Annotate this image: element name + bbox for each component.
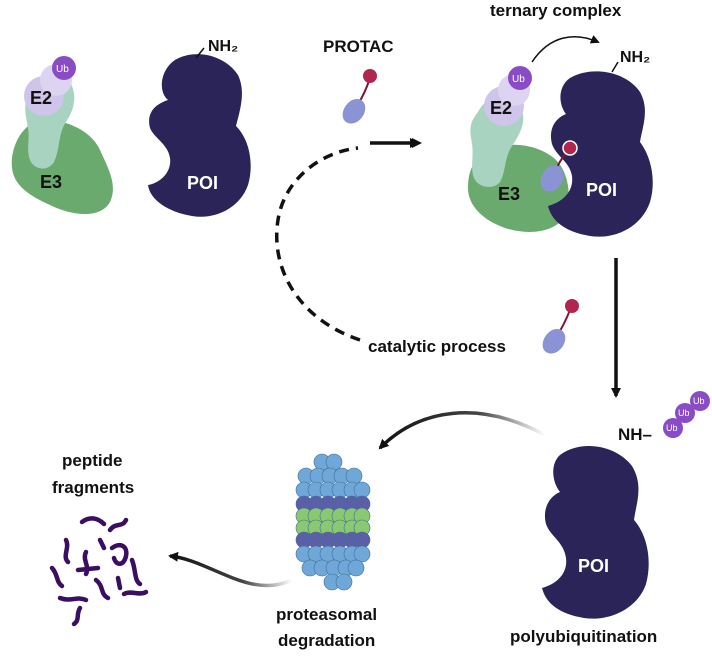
poi-surface-link bbox=[611, 61, 619, 73]
e3-ligase-shape bbox=[11, 119, 113, 215]
proteasome-subunit bbox=[347, 559, 365, 577]
proteasome-subunit bbox=[353, 545, 371, 563]
protac-warhead bbox=[363, 69, 377, 83]
poi-surface-link bbox=[195, 47, 205, 59]
ub-complex: Ub bbox=[508, 66, 532, 90]
proteasome-subunit bbox=[325, 453, 343, 471]
protac-warhead bbox=[562, 140, 578, 156]
fragment bbox=[97, 537, 107, 551]
ub-bead bbox=[675, 403, 695, 423]
protac-recycled bbox=[542, 299, 579, 354]
degradation-label: degradation bbox=[278, 631, 375, 650]
fragment bbox=[82, 549, 90, 577]
fragment bbox=[109, 543, 129, 566]
fragment bbox=[71, 605, 83, 627]
to-fragments-arrow bbox=[168, 551, 293, 588]
fragment bbox=[107, 517, 129, 533]
ub-label: Ub bbox=[693, 396, 705, 406]
catalytic-process-label: catalytic process bbox=[368, 337, 506, 356]
proteasomal-label: proteasomal bbox=[276, 605, 377, 624]
ternary-complex-label: ternary complex bbox=[490, 1, 622, 20]
fragment bbox=[49, 565, 65, 589]
ub-bead bbox=[508, 66, 532, 90]
peptide-label: peptide bbox=[62, 451, 122, 470]
poi-polyubiquitinated: POI bbox=[542, 446, 649, 619]
fragment bbox=[75, 565, 101, 573]
ub-label: Ub bbox=[56, 64, 69, 75]
ub-label: Ub bbox=[512, 74, 525, 85]
fragment bbox=[129, 557, 143, 587]
nh2-label-complex: NH₂ bbox=[620, 49, 650, 66]
protac-label: PROTAC bbox=[323, 37, 394, 56]
protac-bound bbox=[540, 140, 578, 192]
fragment bbox=[63, 537, 71, 565]
ub-bead bbox=[690, 391, 710, 411]
ub-bead bbox=[663, 418, 683, 438]
ub-bead bbox=[52, 56, 76, 80]
to-proteasome-arrow bbox=[378, 411, 546, 450]
proteasome bbox=[295, 453, 371, 591]
ub-left: Ub bbox=[52, 56, 76, 80]
fragment bbox=[79, 516, 107, 527]
proteasome-subunit bbox=[345, 467, 363, 485]
protac-e3-ligand bbox=[342, 98, 366, 124]
poi-label: POI bbox=[187, 173, 218, 193]
ubiquitin-transfer-arrow bbox=[531, 35, 600, 63]
poi-shape bbox=[148, 54, 251, 217]
e3-label: E3 bbox=[40, 172, 62, 192]
e2-label: E2 bbox=[30, 88, 52, 108]
proteasome-subunit bbox=[335, 573, 353, 591]
protac-molecule bbox=[342, 69, 377, 124]
polyubiquitin-chain: Ub Ub Ub bbox=[663, 391, 710, 438]
protac-warhead bbox=[565, 299, 579, 313]
peptide-fragments bbox=[49, 516, 149, 627]
protac-e3-ligand bbox=[542, 328, 566, 354]
e2-enzyme-left: E2 bbox=[24, 64, 75, 169]
e3-ligase-left bbox=[11, 119, 113, 215]
e2-enzyme-complex: E2 bbox=[470, 74, 530, 187]
catalytic-return-arrow bbox=[275, 146, 361, 342]
poi-shape bbox=[548, 71, 653, 237]
ub-label: Ub bbox=[666, 423, 678, 433]
poi-complex: POI bbox=[548, 61, 653, 237]
poi-left: POI bbox=[148, 47, 251, 217]
fragment bbox=[57, 595, 89, 603]
nh-linkage-label: NH– bbox=[618, 425, 652, 444]
polyubiquitination-label: polyubiquitination bbox=[510, 627, 657, 646]
poi-shape bbox=[542, 446, 649, 619]
ub-label: Ub bbox=[678, 408, 690, 418]
nh2-label-left: NH₂ bbox=[208, 38, 238, 55]
fragment bbox=[115, 575, 123, 591]
fragment bbox=[93, 577, 111, 601]
poi-label: POI bbox=[578, 556, 609, 576]
poi-label: POI bbox=[586, 180, 617, 200]
proteasome-subunit bbox=[353, 481, 371, 499]
fragments-label: fragments bbox=[52, 478, 134, 497]
protac-e3-ligand bbox=[540, 165, 564, 192]
proteasome-subunit bbox=[353, 531, 371, 549]
e2-label: E2 bbox=[490, 98, 512, 118]
fragment bbox=[121, 589, 149, 597]
e3-label: E3 bbox=[498, 184, 520, 204]
